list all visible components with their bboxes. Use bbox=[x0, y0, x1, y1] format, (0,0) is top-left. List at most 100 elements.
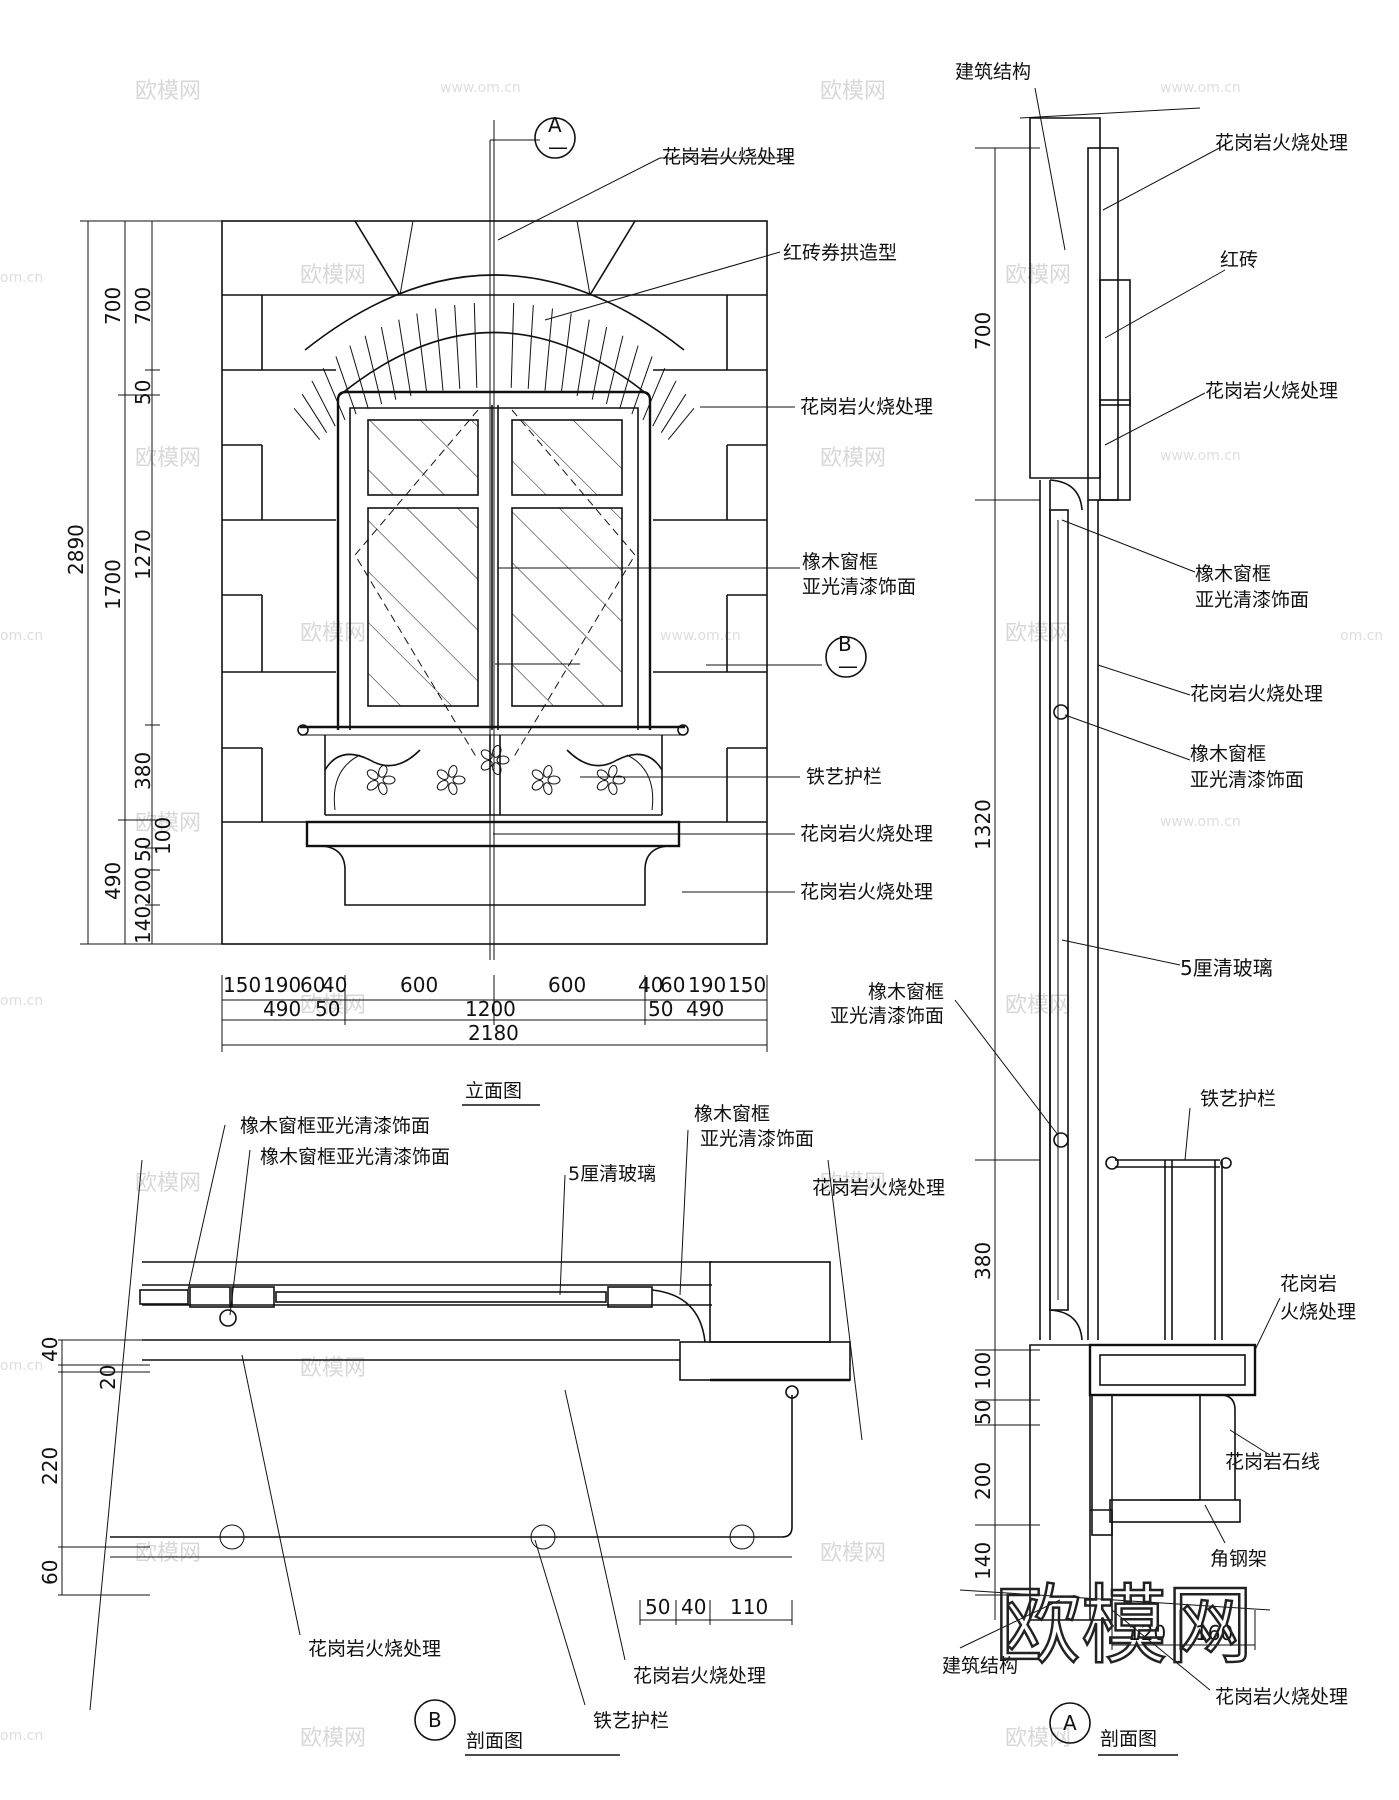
label-flamed-treatment: 火烧处理 bbox=[1280, 1301, 1356, 1323]
railing-flower-petal bbox=[436, 780, 449, 791]
section-letter: B bbox=[838, 632, 852, 656]
label-oak-frame: 橡木窗框 bbox=[694, 1103, 770, 1125]
dim-v-1320: 1320 bbox=[971, 799, 995, 850]
railing-flower-petal bbox=[378, 765, 388, 778]
dim-v-220: 220 bbox=[38, 1447, 62, 1485]
dim-h: 60 bbox=[300, 973, 325, 997]
watermark-text: 欧模网 bbox=[135, 79, 201, 104]
label-granite-flamed: 花岗岩火烧处理 bbox=[308, 1638, 441, 1660]
watermark-url: www.om.cn bbox=[1160, 80, 1241, 96]
arch-brick bbox=[576, 319, 590, 397]
arch-brick bbox=[560, 313, 572, 394]
label-brick-arch: 红砖券拱造型 bbox=[783, 242, 897, 264]
section-mark-b-circle bbox=[414, 1699, 456, 1741]
watermark-text: 欧模网 bbox=[820, 79, 886, 104]
arch-brick bbox=[527, 305, 534, 389]
section-sub: — bbox=[838, 654, 858, 678]
dim-v-490: 490 bbox=[101, 862, 125, 900]
dim-v-700: 700 bbox=[101, 287, 125, 325]
label-oak-frame: 橡木窗框 bbox=[1195, 563, 1271, 585]
arch-brick bbox=[335, 356, 357, 415]
arch-brick bbox=[293, 407, 321, 440]
section-b-letter: B bbox=[428, 1708, 442, 1732]
dim-v-50: 50 bbox=[131, 380, 155, 405]
section-b-title: 剖面图 bbox=[466, 1730, 523, 1752]
label-iron-railing: 铁艺护栏 bbox=[593, 1710, 669, 1732]
watermark-text: 欧模网 bbox=[1005, 993, 1071, 1018]
railing-flower-petal bbox=[480, 749, 493, 760]
railing-flower-petal bbox=[547, 775, 561, 785]
label-matte-varnish: 亚光清漆饰面 bbox=[1190, 769, 1304, 791]
elevation-labels: 花岗岩火烧处理 红砖券拱造型 花岗岩火烧处理 橡木窗框 亚光清漆饰面 铁艺护栏 … bbox=[493, 146, 933, 903]
arch-brick bbox=[364, 335, 383, 405]
label-matte-varnish: 亚光清漆饰面 bbox=[830, 1005, 944, 1027]
railing-flower-petal bbox=[543, 782, 553, 795]
label-clear-glass: 5厘清玻璃 bbox=[1180, 956, 1273, 980]
dim-v-700-inner: 700 bbox=[131, 287, 155, 325]
railing-flower-petal bbox=[448, 782, 458, 795]
dim-h: 490 bbox=[686, 997, 724, 1021]
dim-v-20: 20 bbox=[96, 1365, 120, 1390]
label-granite-flamed: 花岗岩火烧处理 bbox=[662, 146, 795, 168]
label-oak-frame: 橡木窗框 bbox=[802, 551, 878, 573]
section-a-title: 剖面图 bbox=[1100, 1728, 1157, 1750]
watermark-text: 欧模网 bbox=[820, 446, 886, 471]
arch-brick bbox=[660, 393, 687, 433]
dim-h: 1200 bbox=[465, 997, 516, 1021]
railing-flower-petal bbox=[543, 765, 553, 778]
dim-v-200: 200 bbox=[971, 1462, 995, 1500]
label-granite-flamed: 花岗岩火烧处理 bbox=[800, 823, 933, 845]
label-oak-frame: 橡木窗框 bbox=[868, 981, 944, 1003]
arch-brick bbox=[398, 319, 412, 397]
arch-brick bbox=[416, 313, 428, 394]
watermark-text: 欧模网 bbox=[300, 1726, 366, 1751]
dim-h: 190 bbox=[263, 973, 301, 997]
railing-flower-petal bbox=[366, 769, 379, 780]
railing-flower-petal bbox=[492, 762, 502, 775]
label-matte-varnish: 亚光清漆饰面 bbox=[802, 576, 916, 598]
dim-h: 60 bbox=[660, 973, 685, 997]
arch-brick bbox=[667, 407, 695, 440]
label-granite-flamed: 花岗岩火烧处理 bbox=[1190, 683, 1323, 705]
arch-brick bbox=[349, 345, 369, 409]
dim-v-50: 50 bbox=[971, 1400, 995, 1425]
dim-h: 40 bbox=[638, 973, 663, 997]
arch-brick bbox=[380, 327, 397, 400]
arch-brick bbox=[473, 302, 478, 388]
watermark-url: om.cn bbox=[1340, 628, 1383, 644]
dim-h: 600 bbox=[548, 973, 586, 997]
watermark-text: 欧模网 bbox=[820, 1541, 886, 1566]
dim-h-120: 120 bbox=[1128, 1621, 1166, 1645]
watermark-text: 欧模网 bbox=[1005, 621, 1071, 646]
label-granite-flamed: 花岗岩火烧处理 bbox=[633, 1665, 766, 1687]
watermark-text: 欧模网 bbox=[1005, 263, 1071, 288]
dim-h: 40 bbox=[322, 973, 347, 997]
watermark-url: www.om.cn bbox=[440, 80, 521, 96]
arch-brick bbox=[652, 380, 677, 427]
dim-h-110: 110 bbox=[730, 1595, 768, 1619]
elevation-view: A — B — 花岗岩火烧处理 红砖券拱造型 花岗岩火烧处理 橡木窗框 亚光清漆… bbox=[64, 113, 933, 1106]
arch-brick bbox=[544, 308, 553, 391]
label-granite: 花岗岩 bbox=[1280, 1273, 1337, 1295]
dim-v-140: 140 bbox=[971, 1542, 995, 1580]
arch-brick bbox=[301, 393, 328, 433]
logo-watermark: 欧模网 bbox=[995, 1576, 1253, 1676]
railing-flower-petal bbox=[382, 775, 396, 785]
label-red-brick: 红砖 bbox=[1220, 249, 1258, 271]
arch-brick bbox=[454, 305, 461, 389]
watermark-text: 欧模网 bbox=[300, 993, 366, 1018]
label-iron-railing: 铁艺护栏 bbox=[1200, 1088, 1276, 1110]
label-building-structure: 建筑结构 bbox=[955, 61, 1031, 83]
label-building-structure: 建筑结构 bbox=[942, 1655, 1018, 1677]
dim-v-380: 380 bbox=[131, 752, 155, 790]
section-b-dims: 40 20 220 60 50 40 110 bbox=[38, 1337, 793, 1625]
railing-flower-petal bbox=[436, 769, 449, 780]
label-matte-varnish: 亚光清漆饰面 bbox=[700, 1128, 814, 1150]
arch-brick bbox=[311, 380, 336, 427]
iron-railing bbox=[297, 724, 689, 816]
watermark-text: 欧模网 bbox=[135, 811, 201, 836]
railing-flower-petal bbox=[448, 765, 458, 778]
elevation-dims-horizontal: 150 190 60 40 600 600 40 60 190 150 490 … bbox=[221, 973, 768, 1052]
